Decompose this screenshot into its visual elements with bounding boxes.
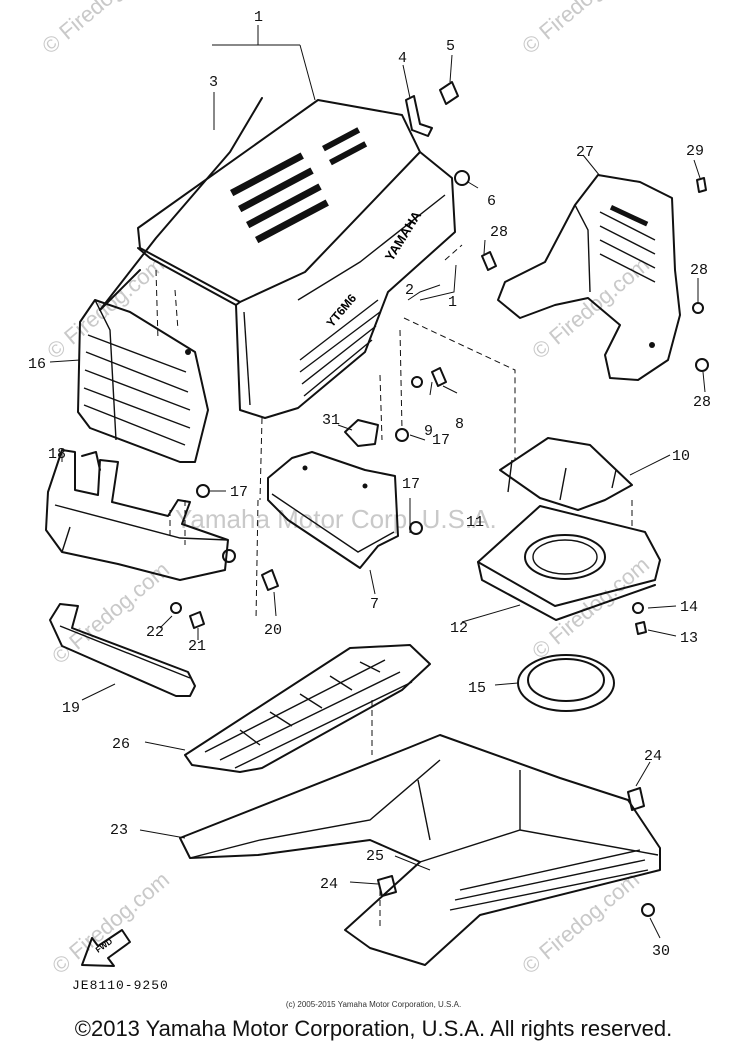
hood-vents xyxy=(230,127,368,244)
copyright-notice: ©2013 Yamaha Motor Corporation, U.S.A. A… xyxy=(74,1016,673,1041)
ring-part xyxy=(517,654,615,712)
diagram-code: JE8110-9250 xyxy=(72,978,169,993)
callout-12: 12 xyxy=(450,620,468,637)
callout-15: 15 xyxy=(468,680,486,697)
callout-3: 3 xyxy=(209,74,218,91)
callout-28-a: 28 xyxy=(490,224,508,241)
callout-24-a: 24 xyxy=(644,748,662,765)
callout-1-b: 1 xyxy=(448,294,457,311)
callout-21: 21 xyxy=(188,638,206,655)
callout-11: 11 xyxy=(466,514,484,531)
front-grille-part xyxy=(77,299,209,463)
callout-6: 6 xyxy=(487,193,496,210)
callout-4: 4 xyxy=(398,50,407,67)
assembly-lines xyxy=(155,244,633,930)
fasteners xyxy=(170,81,709,917)
callout-27: 27 xyxy=(576,144,594,161)
callout-16: 16 xyxy=(28,356,46,373)
watermark-top-right: © Firedog.com xyxy=(517,0,644,59)
callout-2: 2 xyxy=(405,282,414,299)
callout-22: 22 xyxy=(146,624,164,641)
callout-7: 7 xyxy=(370,596,379,613)
bumper-bracket-part xyxy=(45,449,229,581)
side-panel-part xyxy=(497,174,681,381)
callout-17-c: 17 xyxy=(402,476,420,493)
heat-shield-part xyxy=(267,419,399,569)
callout-23: 23 xyxy=(110,822,128,839)
bracket-31-part xyxy=(344,419,379,447)
watermark-center: Yamaha Motor Corp, U.S.A. xyxy=(175,504,497,534)
floor-panel-part xyxy=(179,734,661,966)
callout-30: 30 xyxy=(652,943,670,960)
callout-28-c: 28 xyxy=(693,394,711,411)
callout-13: 13 xyxy=(680,630,698,647)
callout-31: 31 xyxy=(322,412,340,429)
hood-part: YAMAHA YT6M6 xyxy=(137,99,456,419)
callout-25: 25 xyxy=(366,848,384,865)
mounting-bracket-part xyxy=(499,437,633,511)
callout-24-b: 24 xyxy=(320,876,338,893)
callout-20: 20 xyxy=(264,622,282,639)
hood-model-text: YT6M6 xyxy=(324,291,360,330)
callout-8: 8 xyxy=(455,416,464,433)
watermark-top-left: © Firedog.com xyxy=(37,0,164,59)
callout-18: 18 xyxy=(48,446,66,463)
callout-9: 9 xyxy=(424,423,433,440)
callout-28-b: 28 xyxy=(690,262,708,279)
callout-1: 1 xyxy=(254,9,263,26)
callout-19: 19 xyxy=(62,700,80,717)
callout-26: 26 xyxy=(112,736,130,753)
callout-17-b: 17 xyxy=(432,432,450,449)
callout-17-a: 17 xyxy=(230,484,248,501)
leader-lines xyxy=(49,25,706,939)
decal-sheet-part xyxy=(99,97,263,311)
source-credit: (c) 2005-2015 Yamaha Motor Corporation, … xyxy=(285,1000,462,1009)
callout-14: 14 xyxy=(680,599,698,616)
watermark-hood: © Firedog.com xyxy=(42,252,169,364)
hood-brand-text: YAMAHA xyxy=(382,208,425,264)
floor-mat-part xyxy=(184,644,431,773)
callout-5: 5 xyxy=(446,38,455,55)
front-bumper-part xyxy=(49,603,196,697)
callout-10: 10 xyxy=(672,448,690,465)
callout-29: 29 xyxy=(686,143,704,160)
callout-labels: 1 1 2 3 4 5 6 7 8 9 10 11 12 13 14 15 16… xyxy=(28,9,711,960)
tank-tray-part xyxy=(477,505,661,621)
